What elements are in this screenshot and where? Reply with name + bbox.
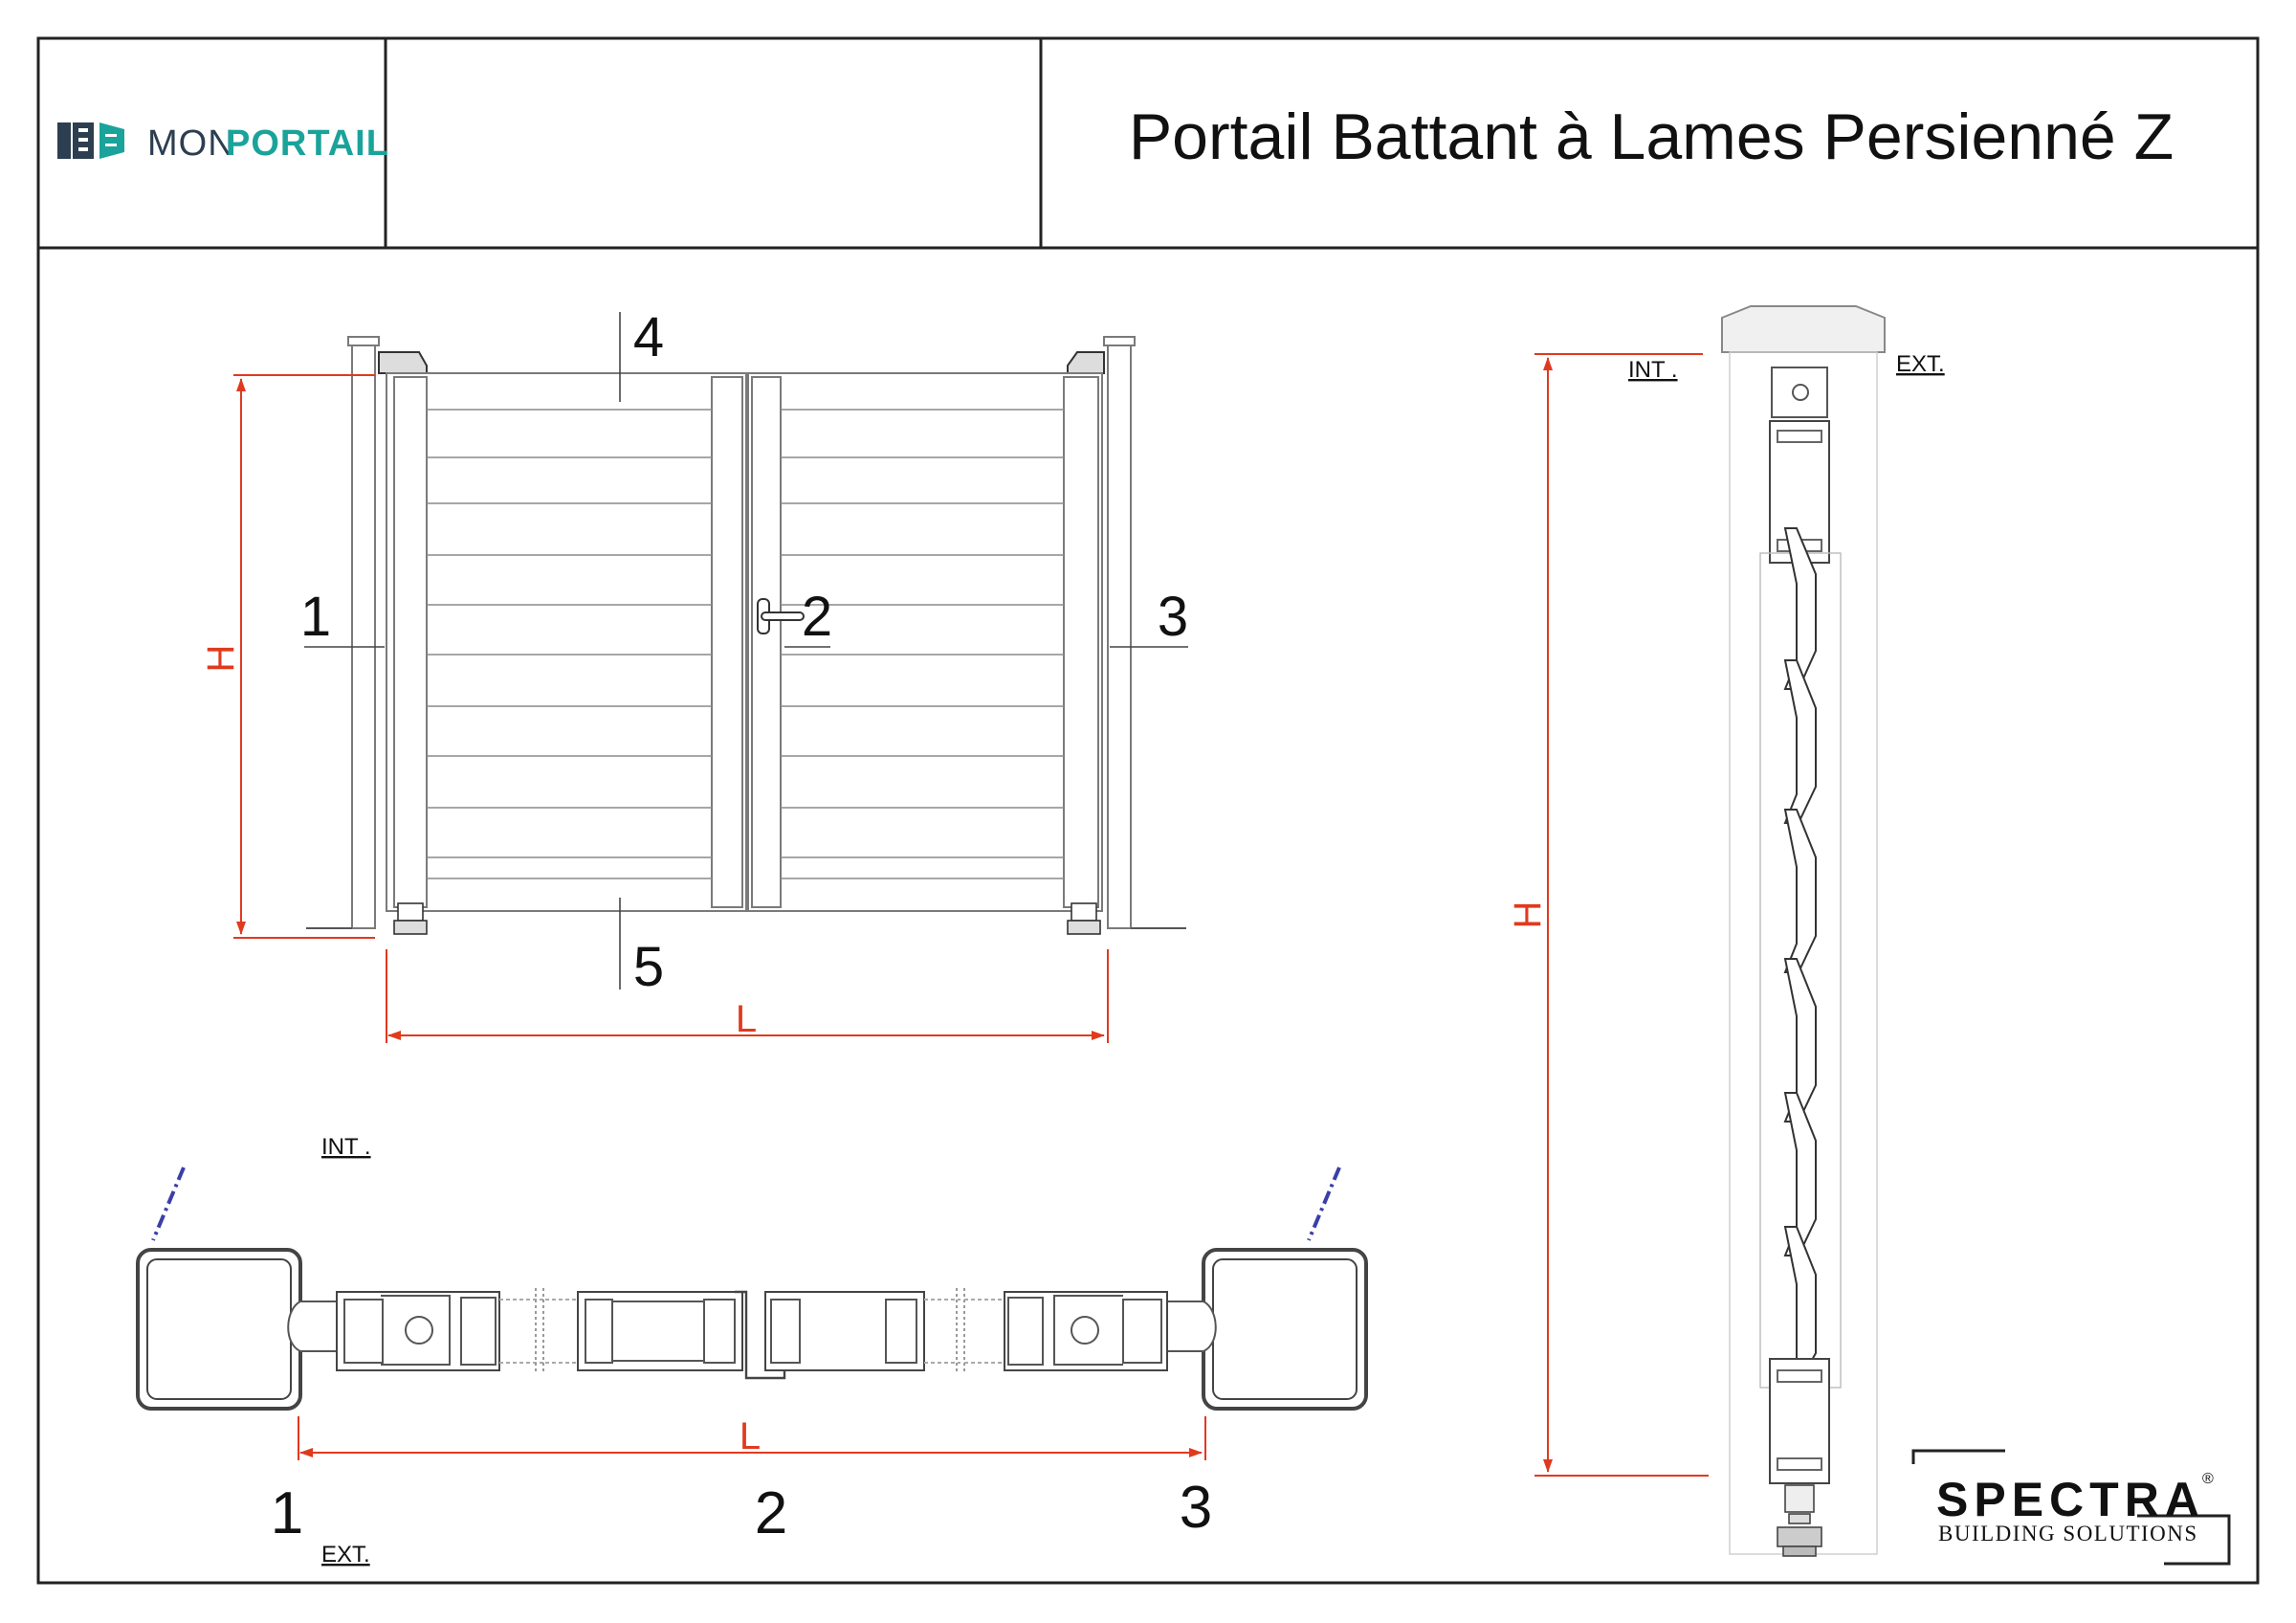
- plan-axis-right: [1307, 1167, 1341, 1241]
- section-ext-label: EXT.: [1896, 351, 1945, 377]
- front-label-3: 3: [1158, 586, 1188, 648]
- front-height-dimension: [233, 374, 375, 939]
- right-post: [1107, 342, 1132, 929]
- section-int-label: INT .: [1628, 357, 1678, 383]
- section-height-dimension: [1534, 353, 1709, 1477]
- plan-ext-label: EXT.: [321, 1542, 370, 1567]
- plan-label-2: 2: [755, 1480, 787, 1546]
- section-z-slats: [1783, 527, 1817, 1385]
- spectra-logo: SPECTRA ® BUILDING SOLUTIONS: [1911, 1449, 2231, 1566]
- front-label-4: 4: [633, 306, 664, 368]
- left-leaf-right-stile: [711, 376, 743, 908]
- right-leaf-left-stile: [751, 376, 782, 908]
- monportail-logo: MON PORTAIL: [57, 122, 389, 164]
- front-elevation: [304, 312, 1188, 989]
- monportail-logo-icon: [57, 122, 124, 159]
- plan-view: [136, 1167, 1368, 1411]
- section-bottom-rail: [1769, 1358, 1830, 1484]
- front-width-label: L: [736, 998, 757, 1040]
- spectra-registered: ®: [2202, 1471, 2214, 1487]
- drawing-title: Portail Battant à Lames Persienné Z: [1129, 100, 2174, 173]
- left-leaf-frame: [386, 372, 747, 912]
- left-top-hinge: [378, 351, 428, 374]
- front-label-1: 1: [300, 586, 331, 648]
- front-width-dimension: [386, 949, 1109, 1043]
- plan-label-1: 1: [271, 1480, 303, 1546]
- left-post: [351, 342, 376, 929]
- spectra-name: SPECTRA: [1936, 1473, 2205, 1526]
- section-bottom-pivot: [1777, 1484, 1822, 1557]
- brand-name-prefix: MON: [147, 123, 235, 164]
- plan-label-3: 3: [1180, 1475, 1212, 1541]
- front-height-label: H: [200, 645, 242, 673]
- vertical-section: [1721, 305, 1886, 1557]
- plan-right-hinge: [1166, 1301, 1217, 1352]
- gate-handle: [757, 598, 805, 634]
- right-top-hinge: [1067, 351, 1105, 374]
- left-bottom-hinge: [393, 902, 428, 935]
- brand-name-suffix: PORTAIL: [226, 123, 389, 164]
- front-label-2: 2: [802, 586, 832, 648]
- plan-width-label: L: [740, 1415, 761, 1457]
- right-post-cap: [1103, 336, 1136, 346]
- right-leaf-slats: [781, 409, 1064, 879]
- plan-width-dimension: [298, 1416, 1206, 1460]
- left-post-cap: [347, 336, 380, 346]
- plan-left-hinge: [287, 1301, 338, 1352]
- right-leaf-frame: [747, 372, 1103, 912]
- left-leaf-slats: [427, 409, 712, 879]
- front-label-5: 5: [633, 936, 664, 998]
- sheet-border: [36, 36, 2260, 1585]
- plan-int-label: INT .: [321, 1134, 371, 1160]
- plan-axis-left: [151, 1167, 186, 1241]
- section-post-cap: [1721, 305, 1886, 353]
- front-leader-lines: [304, 312, 1188, 989]
- plan-center-rebate: [735, 1290, 786, 1380]
- spectra-tagline: BUILDING SOLUTIONS: [1938, 1522, 2198, 1545]
- right-bottom-hinge: [1067, 902, 1101, 935]
- section-height-label: H: [1507, 901, 1549, 929]
